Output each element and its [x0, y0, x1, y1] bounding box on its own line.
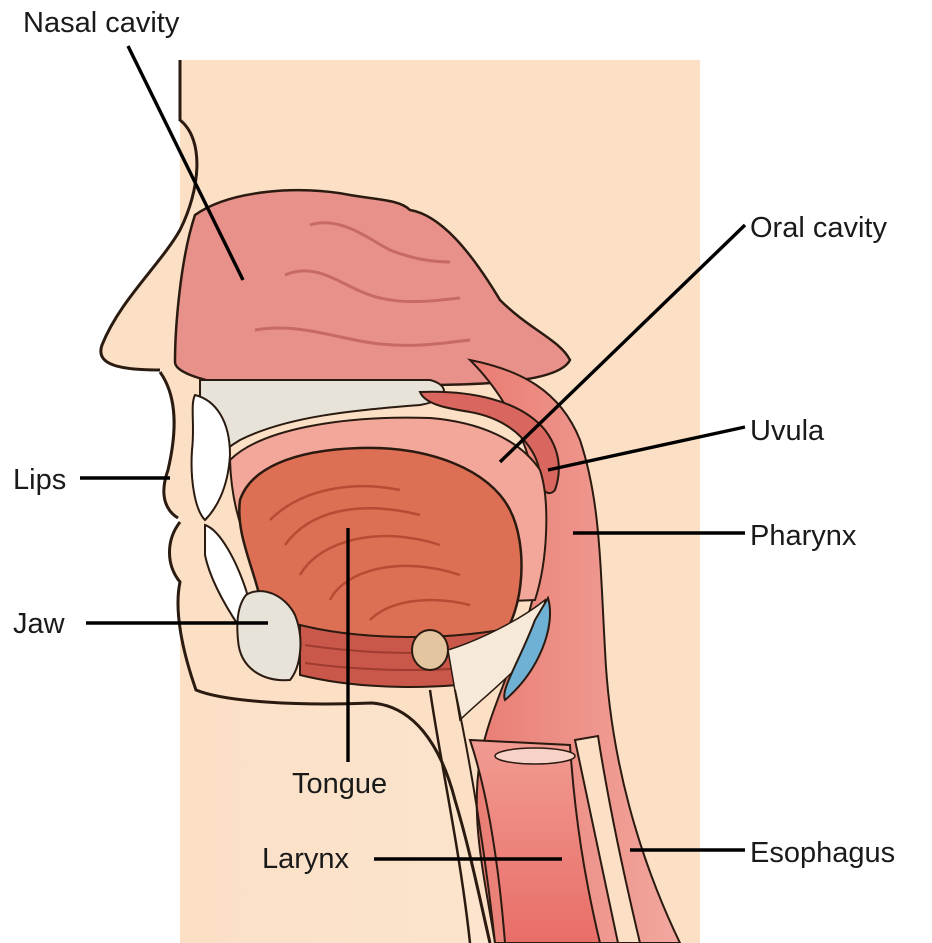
- label-nasal-cavity: Nasal cavity: [23, 7, 180, 39]
- label-oral-cavity: Oral cavity: [750, 212, 887, 244]
- label-uvula: Uvula: [750, 415, 825, 447]
- label-jaw: Jaw: [13, 608, 66, 640]
- label-larynx: Larynx: [262, 843, 350, 875]
- label-lips: Lips: [13, 464, 66, 496]
- label-pharynx: Pharynx: [750, 520, 857, 552]
- label-esophagus: Esophagus: [750, 837, 895, 869]
- label-tongue: Tongue: [292, 768, 387, 800]
